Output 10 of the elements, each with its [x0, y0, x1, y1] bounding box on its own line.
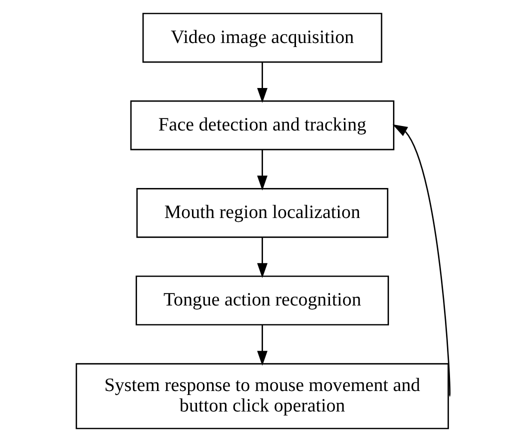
arrow	[257, 324, 268, 366]
node-box: Face detection and tracking	[130, 100, 394, 150]
node-box: System response to mouse movement and button click operation	[76, 363, 449, 430]
arrow	[257, 62, 268, 103]
node-box: Mouth region localization	[136, 188, 388, 238]
node-box: Video image acquisition	[142, 12, 382, 63]
arrow	[392, 124, 450, 396]
arrow	[257, 237, 268, 278]
node-box: Tongue action recognition	[136, 276, 389, 326]
arrow	[257, 150, 268, 190]
